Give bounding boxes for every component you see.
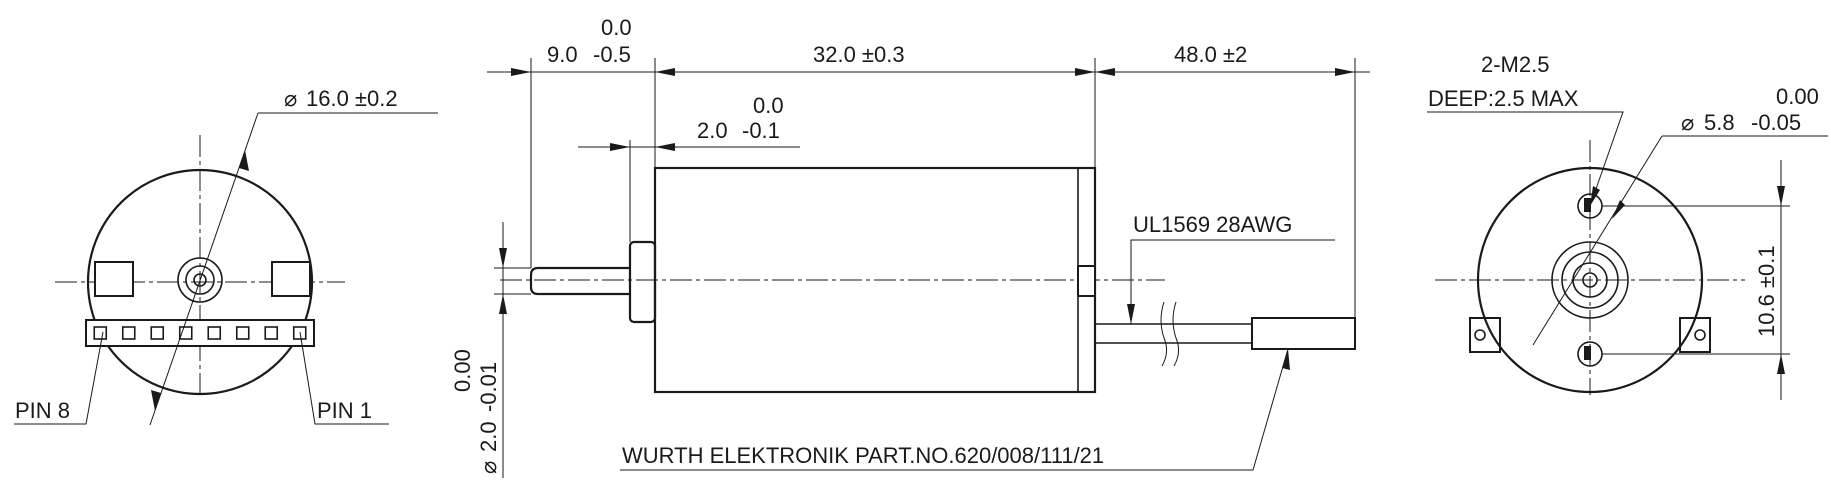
dim-lead-arrow-right <box>1335 68 1355 76</box>
wire-label: UL1569 28AWG <box>1133 212 1292 237</box>
front-diameter-arrow-bottom <box>151 390 161 411</box>
side-boss <box>628 240 657 324</box>
part-number-arrow <box>1282 349 1290 370</box>
boss-length-nominal: 2.0 <box>697 118 728 143</box>
connector-pin <box>235 326 250 340</box>
dim-body-arrow-left <box>655 68 675 76</box>
thread-depth-label: DEEP:2.5 MAX <box>1428 86 1579 111</box>
connector-pin <box>178 326 193 340</box>
boss-length-tol-lower: -0.1 <box>742 118 780 143</box>
dim-shaft-dia-arrow-top <box>499 248 507 268</box>
dim-body-arrow-right <box>1075 68 1095 76</box>
thread-arrow <box>1590 186 1600 206</box>
side-wire-break-2 <box>1172 301 1180 367</box>
rear-right-tab-hole <box>1694 329 1706 341</box>
shaft-length-nominal: 9.0 <box>547 42 578 67</box>
dim-hole-arrow-top <box>1777 186 1785 206</box>
boss-dia-arrow <box>1612 200 1625 219</box>
connector-pin <box>150 326 165 340</box>
rear-boss-outer <box>1551 241 1629 319</box>
rear-top-thread-mark <box>1584 198 1591 212</box>
front-left-tab <box>94 261 134 297</box>
connector-pin <box>121 326 136 340</box>
rear-body-outline <box>1476 166 1704 394</box>
connector-pin <box>207 326 222 340</box>
boss-dia-nominal: 5.8 <box>1704 110 1735 135</box>
front-diameter-symbol: ⌀ <box>284 86 297 111</box>
lead-length-label: 48.0 ±2 <box>1174 42 1247 67</box>
thread-label: 2-M2.5 <box>1481 52 1549 77</box>
shaft-length-tol-lower: -0.5 <box>593 42 631 67</box>
part-number-leader <box>620 348 1289 471</box>
pin1-leader <box>299 331 389 425</box>
front-right-tab <box>271 261 311 297</box>
front-diameter-arrow-top <box>239 150 249 171</box>
boss-dia-leader <box>1532 135 1663 346</box>
dim-shaft-arrow-right <box>511 68 531 76</box>
connector-pin <box>292 326 307 340</box>
wire-label-arrow <box>1127 304 1135 324</box>
shaft-length-tol-upper: 0.0 <box>601 15 632 40</box>
boss-length-tol-upper: 0.0 <box>753 93 784 118</box>
front-diameter-label: 16.0 ±0.2 <box>306 86 398 111</box>
boss-dia-tol-upper: 0.00 <box>1776 84 1819 109</box>
shaft-dia-symbol: ⌀ <box>476 461 501 474</box>
rear-bottom-thread-mark <box>1584 346 1591 360</box>
boss-dia-symbol: ⌀ <box>1681 110 1694 135</box>
shaft-dia-nominal: 2.0 <box>476 421 501 452</box>
front-connector <box>85 319 315 347</box>
pin8-leader <box>14 331 104 425</box>
front-hub-mid <box>185 265 215 295</box>
shaft-dia-tol-upper: 0.00 <box>450 349 475 392</box>
side-rear-terminal <box>1077 265 1096 297</box>
connector-pin <box>264 326 279 340</box>
front-view: ⌀ 16.0 ±0.2 PIN 8 PIN 1 <box>14 86 438 426</box>
body-length-label: 32.0 ±0.3 <box>813 42 905 67</box>
front-hub-outer <box>177 257 223 303</box>
connector-pin <box>93 326 108 340</box>
dim-boss-arrow-right <box>610 143 630 151</box>
part-number-label: WURTH ELEKTRONIK PART.NO.620/008/111/21 <box>622 443 1104 468</box>
rear-left-tab-hole <box>1474 329 1486 341</box>
thread-leader <box>1427 111 1624 207</box>
front-connector-strip <box>85 319 315 347</box>
rear-shaft <box>1582 272 1598 288</box>
side-view: 0.0 9.0 -0.5 32.0 ±0.3 48.0 ±2 0.0 2.0 -… <box>450 15 1370 478</box>
hole-spacing-label: 10.6 ±0.1 <box>1754 245 1779 337</box>
dim-hole-arrow-bottom <box>1777 354 1785 374</box>
side-wire-connector <box>1251 317 1356 350</box>
rear-view: 2-M2.5 DEEP:2.5 MAX 0.00 ⌀ 5.8 -0.05 10.… <box>1427 52 1828 400</box>
boss-dia-tol-lower: -0.05 <box>1751 110 1801 135</box>
front-body-outline <box>86 168 314 396</box>
side-wire-break-1 <box>1160 301 1168 367</box>
side-shaft <box>529 266 630 296</box>
wire-label-leader <box>1130 239 1335 324</box>
pin1-label: PIN 1 <box>317 398 372 423</box>
dim-lead-arrow-left <box>1095 68 1115 76</box>
pin8-label: PIN 8 <box>15 398 70 423</box>
shaft-dia-tol-lower: -0.01 <box>476 362 501 412</box>
dim-shaft-dia-arrow-bottom <box>499 294 507 314</box>
front-hub-inner <box>193 273 207 287</box>
dim-boss-arrow-left <box>655 143 675 151</box>
